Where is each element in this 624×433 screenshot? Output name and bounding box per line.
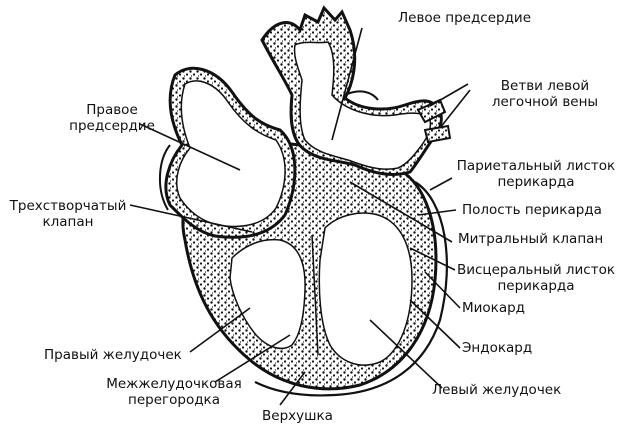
label-right-atrium-line1: Правое	[52, 102, 172, 118]
label-myocardium: Миокард	[462, 300, 525, 316]
label-interventricular-septum-line2: перегородка	[104, 392, 244, 408]
label-parietal-pericardium: Париетальный листок перикарда	[455, 158, 617, 190]
label-left-pulmonary-branches: Ветви левой легочной вены	[480, 78, 610, 110]
label-mitral-valve: Митральный клапан	[458, 231, 603, 247]
label-visceral-pericardium-line2: перикарда	[455, 278, 617, 294]
label-right-ventricle: Правый желудочек	[44, 347, 182, 363]
label-right-atrium-line2: предсердие	[52, 118, 172, 134]
label-left-pulmonary-branches-line2: легочной вены	[480, 94, 610, 110]
label-endocardium: Эндокард	[462, 340, 532, 356]
label-interventricular-septum-line1: Межжелудочковая	[104, 376, 244, 392]
label-left-pulmonary-branches-line1: Ветви левой	[480, 78, 610, 94]
label-right-atrium: Правое предсердие	[52, 102, 172, 134]
label-parietal-pericardium-line2: перикарда	[455, 174, 617, 190]
label-visceral-pericardium: Висцеральный листок перикарда	[455, 262, 617, 294]
label-apex: Верхушка	[262, 408, 333, 424]
label-visceral-pericardium-line1: Висцеральный листок	[455, 262, 617, 278]
label-pericardial-cavity: Полость перикарда	[462, 202, 602, 218]
label-left-atrium: Левое предсердие	[398, 10, 531, 26]
label-interventricular-septum: Межжелудочковая перегородка	[104, 376, 244, 408]
label-left-ventricle: Левый желудочек	[432, 382, 561, 398]
label-tricuspid-valve-line2: клапан	[2, 214, 134, 230]
pericardium-bulge-top	[345, 91, 378, 100]
label-tricuspid-valve-line1: Трехстворчатый	[2, 198, 134, 214]
label-tricuspid-valve: Трехстворчатый клапан	[2, 198, 134, 230]
label-parietal-pericardium-line1: Париетальный листок	[455, 158, 617, 174]
pulmonary-vein-branch-lower	[425, 126, 450, 142]
left-ventricle-chamber	[319, 213, 412, 365]
